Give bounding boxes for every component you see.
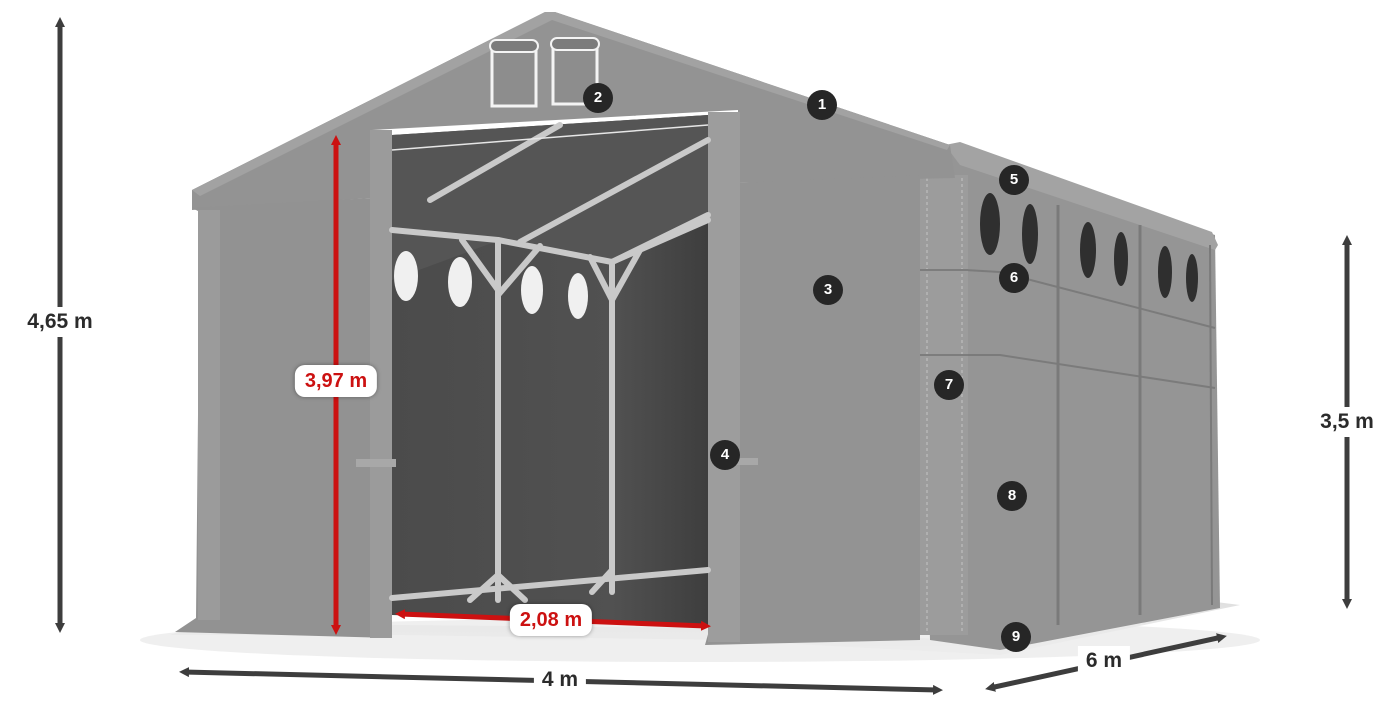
- badge-ground-skirt: 9: [1001, 622, 1031, 652]
- badge-side-windows: 6: [999, 263, 1029, 293]
- badge-side-upper-panel: 5: [999, 165, 1029, 195]
- total-height-label: 4,65 m: [19, 307, 101, 337]
- door-width-label: 2,08 m: [509, 604, 593, 636]
- doorway-interior: [389, 115, 711, 625]
- badge-roof: 1: [807, 90, 837, 120]
- badge-door-tie: 4: [710, 440, 740, 470]
- badge-side-wall-panel: 8: [997, 481, 1027, 511]
- door-height-label: 3,97 m: [294, 365, 378, 397]
- badge-gable-vent: 2: [583, 83, 613, 113]
- right-door-tie: [720, 458, 758, 465]
- length-label: 6 m: [1077, 646, 1131, 676]
- badge-front-wall: 3: [813, 275, 843, 305]
- width-label: 4 m: [533, 665, 587, 695]
- side-height-label: 3,5 m: [1312, 407, 1382, 437]
- steel-frame: [389, 122, 711, 603]
- left-door-tie: [356, 459, 396, 467]
- side-wall: [920, 142, 1220, 650]
- badge-corner-post: 7: [934, 370, 964, 400]
- gable-vents: [489, 37, 600, 108]
